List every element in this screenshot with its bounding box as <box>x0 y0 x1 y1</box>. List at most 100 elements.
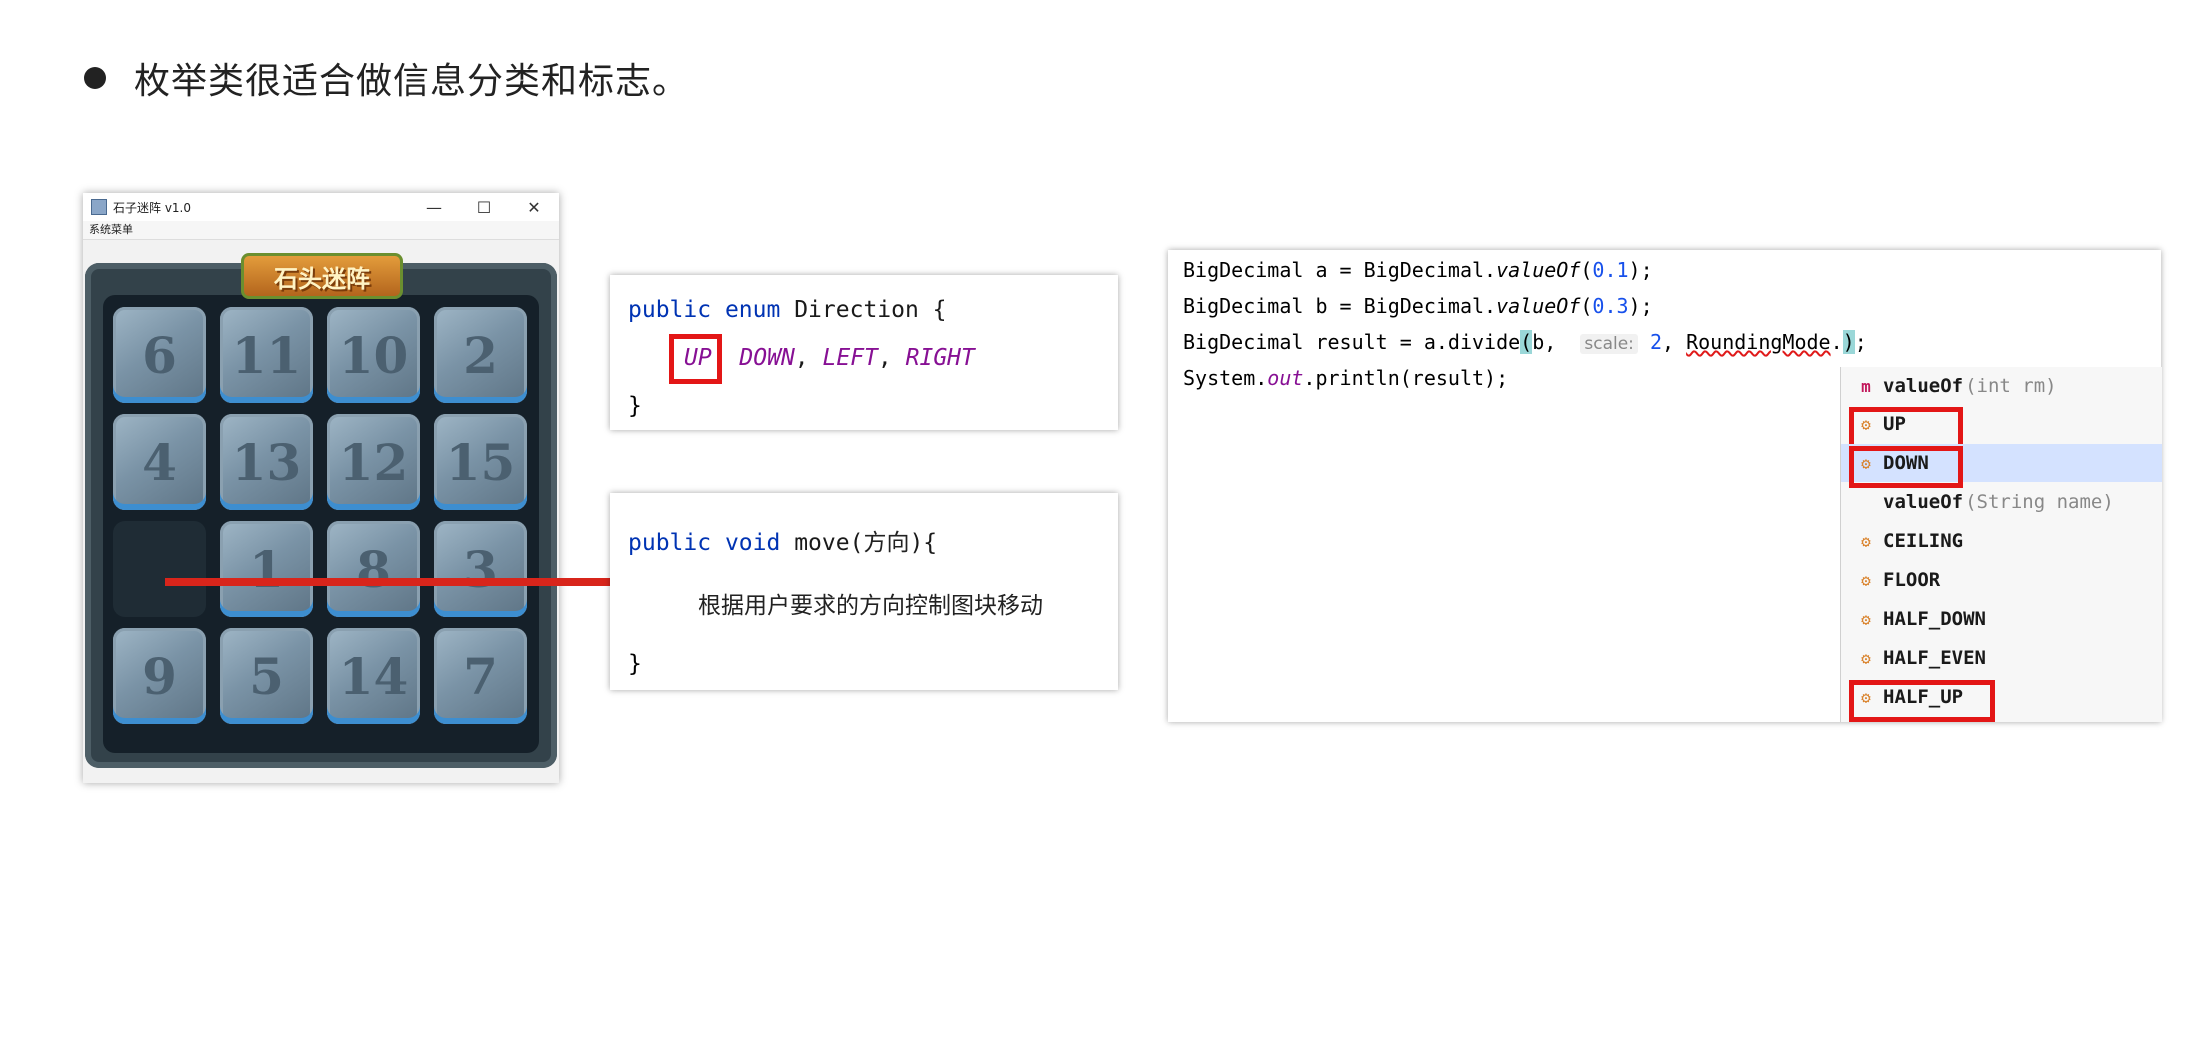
puzzle-tile[interactable]: 10 <box>327 307 420 403</box>
const-left: LEFT <box>822 345 878 371</box>
completion-item-half-down[interactable]: ⚙HALF_DOWN <box>1841 600 2162 638</box>
completion-name: HALF_UP <box>1883 686 1964 708</box>
system-menu[interactable]: 系统菜单 <box>83 221 559 240</box>
kw-enum: enum <box>724 297 781 323</box>
window-title: 石子迷阵 v1.0 <box>113 200 192 215</box>
completion-params: (int rm) <box>1965 375 2057 397</box>
enum-constant-icon: ⚙ <box>1861 687 1871 707</box>
enum-code-panel: public enum Direction { UP DOWN, LEFT, R… <box>610 275 1118 430</box>
code-number: 0.1 <box>1592 258 1629 282</box>
puzzle-tile[interactable]: 9 <box>113 628 206 724</box>
completion-item-half-even[interactable]: ⚙ HALF_EVEN <box>1841 639 2162 677</box>
kw-void: void <box>724 530 781 556</box>
up-highlight-box <box>669 334 722 384</box>
puzzle-tile[interactable]: 13 <box>220 414 313 510</box>
completion-item-down[interactable]: ⚙ DOWN <box>1841 444 2162 482</box>
code-text: b, <box>1532 330 1569 354</box>
game-logo: 石头迷阵 <box>241 253 403 299</box>
enum-constants-line: UP DOWN, LEFT, RIGHT <box>684 345 975 371</box>
move-decl-line: public void move(方向){ <box>628 523 937 557</box>
puzzle-tile[interactable]: 7 <box>434 628 527 724</box>
kw-public: public <box>628 297 712 323</box>
code-text: BigDecimal a = BigDecimal. <box>1183 258 1497 282</box>
sep: , <box>794 345 809 371</box>
move-body-text: 根据用户要求的方向控制图块移动 <box>698 593 1043 619</box>
puzzle-tile[interactable]: 15 <box>434 414 527 510</box>
heading-text: 枚举类很适合做信息分类和标志。 <box>134 61 690 102</box>
code-number: 2 <box>1649 330 1662 354</box>
window-titlebar: 石子迷阵 v1.0 — ☐ ✕ <box>83 193 559 221</box>
move-close-brace: } <box>628 651 642 677</box>
param-name: 方向 <box>863 530 910 556</box>
paren-highlight: ( <box>1520 330 1533 354</box>
maximize-button[interactable]: ☐ <box>476 197 492 217</box>
method-name: move( <box>794 530 864 556</box>
method-icon: m <box>1861 376 1871 396</box>
arrow-line <box>165 578 675 586</box>
puzzle-tile[interactable]: 2 <box>434 307 527 403</box>
minimize-button[interactable]: — <box>426 197 442 217</box>
enum-constant-icon: ⚙ <box>1861 414 1871 434</box>
enum-constant-icon: ⚙ <box>1861 453 1871 473</box>
completion-name: UP <box>1883 413 1906 435</box>
puzzle-tile[interactable]: 8 <box>327 521 420 617</box>
code-text: ; <box>1854 330 1867 354</box>
enum-decl-line: public enum Direction { <box>628 297 947 323</box>
completion-highlight-box <box>1849 680 1995 722</box>
ide-code-panel: BigDecimal a = BigDecimal.valueOf(0.1); … <box>1168 250 2162 722</box>
completion-item-half-up[interactable]: ⚙ HALF_UP <box>1841 678 2162 716</box>
puzzle-tile[interactable]: 12 <box>327 414 420 510</box>
puzzle-tile[interactable]: 14 <box>327 628 420 724</box>
sep: , <box>877 345 892 371</box>
puzzle-tile[interactable]: 6 <box>113 307 206 403</box>
completion-item-floor[interactable]: ⚙FLOOR <box>1841 561 2162 599</box>
puzzle-tile[interactable]: 1 <box>220 521 313 617</box>
close-button[interactable]: ✕ <box>527 197 541 217</box>
code-text: BigDecimal b = BigDecimal. <box>1183 294 1497 318</box>
completion-name: HALF_EVEN <box>1883 647 1986 669</box>
puzzle-tile[interactable]: 4 <box>113 414 206 510</box>
code-text: System. <box>1183 366 1268 390</box>
bullet-dot <box>84 67 106 89</box>
code-text: ); <box>1628 294 1653 318</box>
code-text: . <box>1830 330 1843 354</box>
code-field: out <box>1267 366 1304 390</box>
enum-constant-icon: ⚙ <box>1861 648 1871 668</box>
code-text: , <box>1662 330 1687 354</box>
app-icon <box>91 199 107 215</box>
const-right: RIGHT <box>905 345 975 371</box>
code-line-4: System.out.println(result); <box>1183 366 1508 390</box>
method-open: ){ <box>909 530 938 556</box>
completion-highlight-box <box>1849 407 1963 449</box>
completion-item-up[interactable]: ⚙ UP <box>1841 405 2162 443</box>
puzzle-tile[interactable]: 3 <box>434 521 527 617</box>
code-line-3[interactable]: BigDecimal result = a.divide(b, scale: 2… <box>1183 330 1867 354</box>
rounding-mode-ref: RoundingMode <box>1686 330 1831 354</box>
code-text: ( <box>1580 294 1593 318</box>
completion-name: valueOf <box>1883 491 1964 513</box>
enum-constant-icon: ⚙ <box>1861 531 1871 551</box>
const-down: DOWN <box>739 345 795 371</box>
empty-slot[interactable] <box>113 521 206 617</box>
completion-item-valueof[interactable]: valueOf(String name) <box>1841 483 2162 521</box>
puzzle-tile[interactable]: 5 <box>220 628 313 724</box>
enum-constant-icon: ⚙ <box>1861 570 1871 590</box>
code-text: BigDecimal result = a.divide <box>1183 330 1521 354</box>
puzzle-tile[interactable]: 11 <box>220 307 313 403</box>
completion-name: DOWN <box>1883 452 1929 474</box>
completion-highlight-box <box>1849 446 1963 488</box>
completion-item-ceiling[interactable]: ⚙ CEILING <box>1841 522 2162 560</box>
enum-constant-icon: ⚙ <box>1861 609 1871 629</box>
completion-name: CEILING <box>1883 530 1964 552</box>
enum-name: Direction { <box>794 297 947 323</box>
code-method: valueOf <box>1496 294 1581 318</box>
code-number: 0.3 <box>1592 294 1629 318</box>
code-text: ); <box>1628 258 1653 282</box>
enum-close-brace: } <box>628 393 642 419</box>
const-up: UP <box>684 345 712 371</box>
